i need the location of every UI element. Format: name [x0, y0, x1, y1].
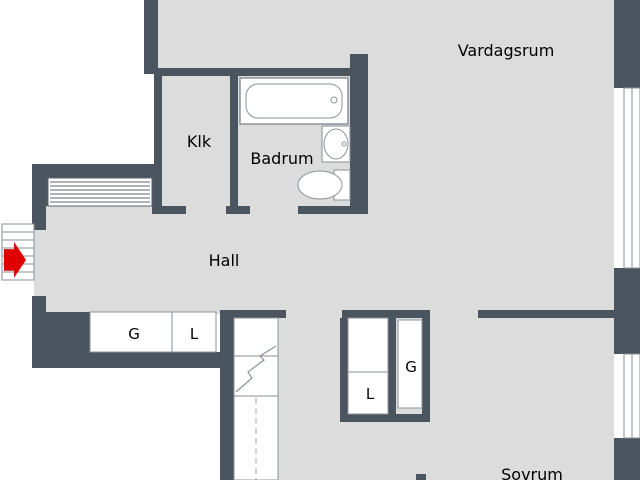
wall-bedroom-door-stub — [416, 474, 426, 480]
corridor-wardrobe-g — [397, 319, 423, 409]
wall-right-upper — [614, 0, 640, 88]
room-label-hall: Hall — [209, 251, 240, 270]
cabinet-label-corridor-g: G — [405, 358, 417, 376]
hall-wardrobe-g — [89, 311, 173, 353]
wall-corridor-bottom — [340, 414, 430, 422]
windows — [623, 87, 640, 439]
hall-floor — [34, 206, 158, 298]
stair-break-line — [235, 345, 277, 393]
walls — [32, 0, 640, 480]
room-label-sovrum: Sovrum — [501, 465, 563, 480]
entrance — [1, 223, 35, 281]
wall-corridor-wardrobe-right — [422, 316, 430, 418]
cabinet-label-corridor-l: L — [366, 385, 375, 403]
wall-closet-left — [154, 68, 162, 208]
wall-corridor-wardrobe-left — [340, 316, 348, 416]
corridor-wardrobe-l — [347, 371, 389, 415]
wall-corridor-top-mid — [342, 310, 430, 318]
corridor-wardrobes — [347, 317, 423, 415]
wall-hall-left-top — [32, 164, 46, 230]
wall-corridor-top-right — [478, 310, 614, 318]
wall-closet-top — [158, 68, 368, 76]
wall-right-mid — [614, 268, 640, 354]
cabinet-label-hall-g: G — [128, 325, 140, 343]
closet-floor — [158, 74, 234, 208]
wall-stair-top — [220, 310, 286, 318]
cabinet-label-hall-l: L — [190, 325, 199, 343]
wall-right-lower — [614, 438, 640, 480]
wall-bath-bottom-b — [298, 206, 368, 214]
wall-closet-bath — [230, 74, 238, 208]
entrance-arrow-icon — [4, 241, 26, 278]
hall-wardrobes — [89, 311, 217, 353]
wall-corridor-wardrobe-mid — [388, 316, 396, 418]
wall-bath-right — [350, 54, 368, 212]
room-label-vardagsrum: Vardagsrum — [458, 41, 555, 60]
room-label-badrum: Badrum — [250, 149, 313, 168]
wall-stair-left — [220, 312, 234, 480]
hall-wardrobe-l — [171, 311, 217, 353]
corridor-shelf — [347, 317, 389, 373]
wall-living-left — [144, 0, 158, 74]
room-label-klk: Klk — [187, 132, 212, 151]
wall-hall-bottom — [32, 352, 222, 368]
staircase — [233, 317, 279, 480]
bathroom-fixtures — [239, 77, 351, 201]
wall-bath-bottom-a — [226, 206, 250, 214]
wall-closet-bottom — [152, 206, 186, 214]
hall-radiator — [47, 177, 153, 207]
hall-wardrobe-area — [34, 298, 232, 314]
doorways — [186, 206, 478, 318]
